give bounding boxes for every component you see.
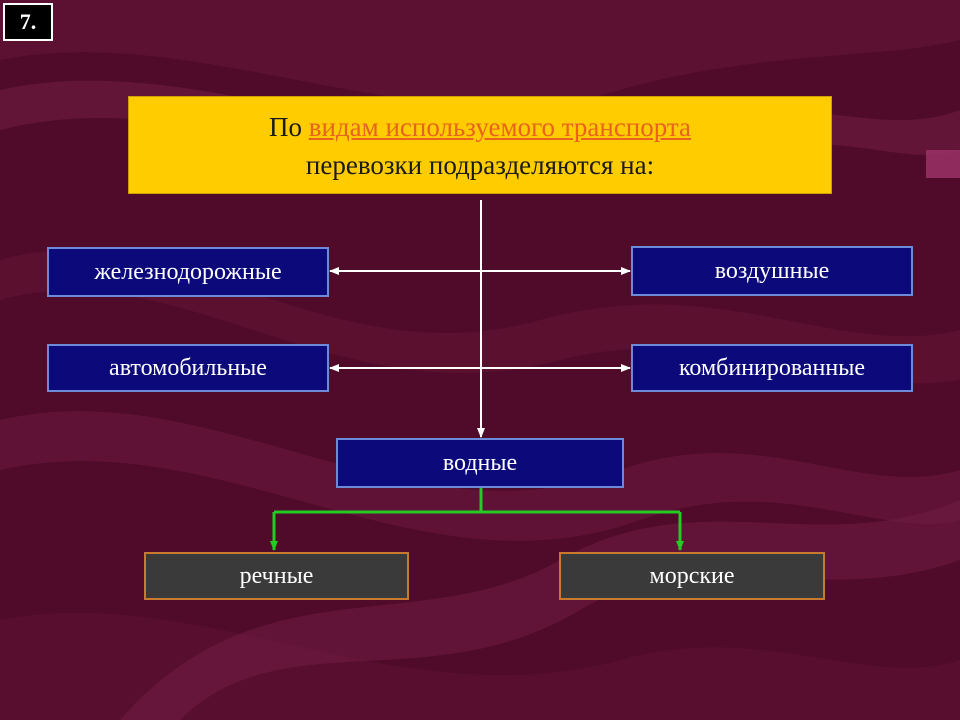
water-branch <box>274 488 483 514</box>
title-line-1: По видам используемого транспорта <box>129 108 831 146</box>
box-sea: морские <box>559 552 825 600</box>
title-prefix: По <box>268 112 309 142</box>
box-railway: железнодорожные <box>47 247 329 297</box>
box-water: водные <box>336 438 624 488</box>
box-air: воздушные <box>631 246 913 296</box>
title-link[interactable]: видам используемого транспорта <box>308 112 692 142</box>
title-box: По видам используемого транспорта перево… <box>128 96 832 194</box>
slide-number: 7. <box>3 3 53 41</box>
box-road: автомобильные <box>47 344 329 392</box>
box-river: речные <box>144 552 409 600</box>
box-combined: комбинированные <box>631 344 913 392</box>
title-line-2: перевозки подразделяются на: <box>305 150 655 180</box>
